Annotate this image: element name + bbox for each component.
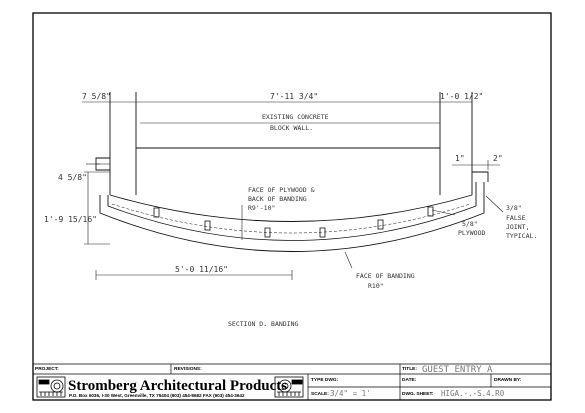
dim-right-2: 2" (493, 154, 503, 163)
company-logo-right (274, 376, 304, 398)
note-banding-1: FACE OF BANDING (356, 272, 415, 280)
title-label: TITLE: (402, 366, 417, 372)
dim-bottom-width: 5'-0 11/16" (175, 265, 228, 274)
dwg-sheet-value: HIGA.-.-S.4.R0 (441, 389, 505, 398)
dim-top-left: 7 5/8" (82, 92, 111, 101)
dim-top-mid: 7'-11 3/4" (270, 92, 318, 101)
plywood-dashed-arc (111, 203, 471, 234)
dwg-sheet-label: DWG. SHEET: (402, 391, 434, 397)
note-joint-1: 3/8" (506, 204, 522, 212)
title-value: GUEST ENTRY A (422, 365, 493, 375)
note-wall-2: BLOCK WALL. (270, 124, 313, 132)
project-label: PROJECT: (35, 366, 59, 372)
dimension-lines (82, 94, 504, 280)
note-joint-4: TYPICAL. (506, 232, 537, 240)
note-plywood-2: BACK OF BANDING (248, 195, 307, 203)
note-joint-2: FALSE (506, 214, 526, 222)
note-plywood-3: R9'-10" (248, 204, 275, 212)
banding-back-arc (107, 205, 477, 241)
note-banding-2: R10" (368, 282, 384, 290)
note-wall-1: EXISTING CONCRETE (262, 113, 329, 121)
dim-left-small: 4 5/8" (58, 173, 87, 182)
note-plywood-label-2: PLYWOOD (458, 229, 485, 237)
sheet-border (32, 12, 552, 401)
note-plywood-label-1: 5/8" (462, 220, 478, 228)
dim-right-1: 1" (455, 154, 465, 163)
date-label: DATE: (402, 377, 417, 383)
note-joint-3: JOINT, (506, 223, 529, 231)
type-dwg-label: TYPE DWG: (311, 377, 339, 383)
company-logo-left (36, 376, 66, 398)
dim-top-right: 1'-0 1/2" (440, 92, 483, 101)
scale-label: SCALE: (311, 391, 329, 397)
banding-face-arc (99, 212, 485, 252)
scale-value: 3/4" = 1' (330, 389, 371, 398)
drawn-by-label: DRAWN BY: (494, 377, 522, 383)
dim-left-height: 1'-9 15/16" (44, 215, 97, 224)
section-label: SECTION D. BANDING (228, 320, 299, 328)
blocking-tabs (153, 206, 434, 238)
note-plywood-1: FACE OF PLYWOOD & (248, 186, 315, 194)
title-block (33, 363, 551, 400)
company-address: P.O. Box 6036, I-30 West, Greenville, TX… (69, 393, 245, 398)
section-drawing (95, 92, 489, 252)
plywood-face-arc (109, 194, 473, 222)
right-ledge (472, 171, 489, 182)
company-name: Stromberg Architectural Products (68, 378, 287, 394)
revisions-label: REVISIONS: (174, 366, 202, 372)
